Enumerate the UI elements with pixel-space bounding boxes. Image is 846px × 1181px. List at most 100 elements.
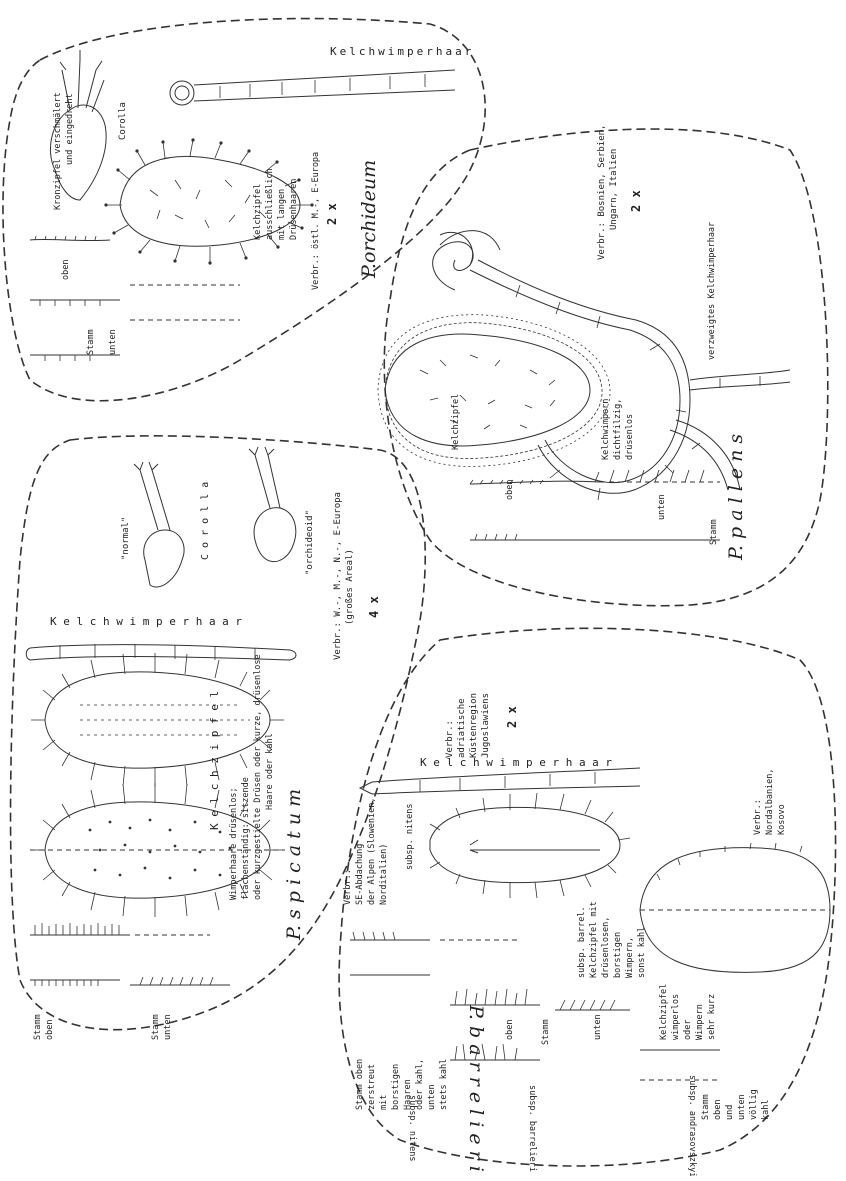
barrelieri-barrel-note-1: subsp. barrel. (577, 906, 587, 978)
barrelieri-verbr-nitens-2: SE-Abdachung (355, 844, 365, 905)
barrelieri-barrel-note-6: sonst kahl (637, 927, 647, 978)
spicatum-verbr-1: Verbr.: W.-, M.-, N.-, E-Europa (333, 492, 343, 660)
barrelieri-stamm: Stamm (541, 1019, 551, 1045)
barrelieri-andr-note-5: sehr kurz (707, 994, 717, 1040)
barrelieri-stamm-nitens-1: Stamm oben (355, 1059, 365, 1110)
barrelieri-andr-note-3: oder (683, 1020, 693, 1040)
barrelieri-verbr-nitens-1: Verbr.: (343, 869, 353, 905)
andrasovszkyi-calyx-drawing (640, 843, 830, 972)
barrelieri-oben: oben (505, 1020, 515, 1040)
pallens-magnification: 2 x (629, 190, 643, 212)
barrelieri-verbr-nitens-3: der Alpen (Slowenien, (367, 798, 377, 905)
orchideum-stem-drawing (30, 236, 240, 361)
barrelieri-stamm-andr-1: Stamm (701, 1094, 711, 1120)
barrelieri-unten: unten (593, 1014, 603, 1040)
orchideum-title: P.orchideum (358, 160, 380, 279)
spicatum-corolla-drawing (134, 447, 296, 587)
pallens-oben: oben (505, 480, 515, 500)
pallens-verbr-2: Ungarn, Italien (609, 149, 619, 230)
barrelieri-stamm-nitens-4: borstigen (391, 1064, 401, 1110)
spicatum-wimper-note-2: flächenständig: sitzende (241, 777, 251, 900)
orchideum-oben: oben (61, 260, 71, 280)
barrelieri-verbr-andr-1: Verbr.: (753, 799, 763, 835)
spicatum-orchideoid: "orchideoid" (305, 510, 315, 575)
spicatum-wimper-note-4: Haare oder kahl (265, 733, 275, 810)
spicatum-kelchzipfel: K e l c h z i p f e l (208, 691, 221, 830)
pallens-stamm: Stamm (709, 519, 719, 545)
pallens-verbr-1: Verbr.: Bosnien, Serbien, (597, 125, 607, 260)
spicatum-title: P. s p i c a t u m (283, 789, 305, 941)
pallens-kelch-note-1: Kelchwimpern (601, 399, 611, 460)
barrelieri-barrel-note-4: borstigen (613, 932, 623, 978)
barrelieri-barrel-note-5: Wimpern, (625, 937, 635, 978)
barrelieri-panel: Verbr.: adriatische Küstenregion Jugosla… (339, 628, 835, 1176)
orchideum-hair-title: Kelchwimperhaar (330, 45, 474, 58)
orchideum-stamm: Stamm (86, 329, 96, 355)
barrelieri-barrel-note-2: Kelchzipfel mit (589, 901, 599, 978)
orchideum-unten: unten (108, 329, 118, 355)
barrelieri-stamm-andr-3: und (725, 1105, 735, 1120)
barrelieri-title: P. b a r r e l i e r i (465, 1004, 487, 1172)
orchideum-kronzipfel-note-1: Kronzipfel verschmälert (53, 92, 63, 210)
barrelieri-verbr-top-3: Küstenregion (469, 693, 479, 758)
spicatum-verbr-2: (großes Areal) (345, 549, 355, 625)
barrelieri-hair-drawing (360, 768, 640, 794)
barrelieri-stamm-andr-4: unten (737, 1094, 747, 1120)
pallens-kelchzipfel-label: Kelchzipfel (451, 394, 461, 450)
barrelieri-andr-note-4: Wimpern (695, 1004, 705, 1040)
barrelieri-verbr-andr-3: Kosovo (777, 804, 787, 835)
barrelieri-subsp-nitens: subsp. nitens (405, 803, 415, 870)
pallens-kelch-note-3: drüsenlos (625, 414, 635, 460)
spicatum-wimper-note-1: Wimperhaare drüsenlos; (229, 787, 239, 900)
barrelieri-calyx-drawing (430, 793, 630, 898)
spicatum-magnification: 4 x (367, 596, 381, 618)
barrelieri-verbr-nitens-4: Norditalien) (379, 844, 389, 905)
orchideum-kelch-note-1: Kelchzipfel (253, 184, 263, 240)
barrelieri-stamm-nitens-8: stets kahl (439, 1059, 449, 1110)
barrelieri-verbr-top-1: Verbr.: (445, 720, 455, 758)
spicatum-panel: "normal" C o r o l l a "orchideoid" Verb… (11, 436, 426, 1040)
orchideum-kelch-note-3: mit langen (277, 189, 287, 240)
orchideum-kelch-note-2: ausschließlich (265, 168, 275, 240)
pallens-branched-label: verzweigtes Kelchwimperhaar (707, 222, 717, 360)
barrelieri-outline (339, 628, 835, 1166)
pallens-title: P. p a l l e n s (725, 434, 747, 561)
barrelieri-andr-note-1: Kelchzipfel (659, 984, 669, 1040)
barrelieri-verbr-top-4: Jugoslawiens (481, 693, 491, 758)
spicatum-hair-title: K e l c h w i m p e r h a a r (50, 615, 242, 628)
barrelieri-andr-note-2: wimperlos (671, 994, 681, 1040)
pallens-panel: Verbr.: Bosnien, Serbien, Ungarn, Italie… (378, 125, 828, 606)
spicatum-wimper-note-3: oder kurzgestielte Drüsen oder kurze, dr… (253, 654, 263, 900)
barrelieri-barrel-note-3: drüsenlosen, (601, 917, 611, 978)
barrelieri-stamm-nitens-2: zerstreut (367, 1064, 377, 1110)
barrelieri-hair-title: K e l c h w i m p e r h a a r (420, 756, 612, 769)
barrelieri-stamm-andr-2: oben (713, 1100, 723, 1120)
barrelieri-stamm-andr-5: völlig (749, 1089, 759, 1120)
barrelieri-stamm-nitens-7: unten (427, 1084, 437, 1110)
barrelieri-verbr-top-2: adriatische (457, 698, 467, 758)
barrelieri-magnification: 2 x (505, 706, 519, 728)
barrelieri-label-barrel: subsp. barrelieri (527, 1085, 537, 1172)
spicatum-stem-drawing (30, 923, 230, 986)
orchideum-verbr: Verbr.: östl. M.-, E-Europa (311, 152, 321, 290)
pallens-unten: unten (657, 494, 667, 520)
spicatum-stamm-oben-1: Stamm (33, 1014, 43, 1040)
spicatum-stamm-unten-1: Stamm (151, 1014, 161, 1040)
orchideum-magnification: 2 x (325, 203, 339, 225)
orchideum-kronzipfel-note-2: und eingedreht (65, 93, 75, 165)
pallens-calyx-drawing (378, 315, 610, 467)
spicatum-stamm-unten-2: unten (163, 1014, 173, 1040)
spicatum-corolla: C o r o l l a (200, 482, 211, 560)
spicatum-stamm-oben-2: oben (45, 1020, 55, 1040)
orchideum-kelch-note-4: Drüsenhaaren (289, 179, 299, 240)
orchideum-hair-drawing (170, 70, 455, 105)
pallens-kelch-note-2: dichtfilzig, (613, 399, 623, 460)
barrelieri-label-andr: subsp. andrasovszkyi (687, 1075, 697, 1176)
barrelieri-stamm-andr-6: kahl (761, 1100, 771, 1120)
barrelieri-label-nitens: subsp. nitens (407, 1095, 417, 1162)
spicatum-normal: "normal" (121, 517, 131, 560)
barrelieri-stamm-nitens-3: mit (379, 1095, 389, 1110)
barrelieri-verbr-andr-2: Nordalbanien, (765, 768, 775, 835)
